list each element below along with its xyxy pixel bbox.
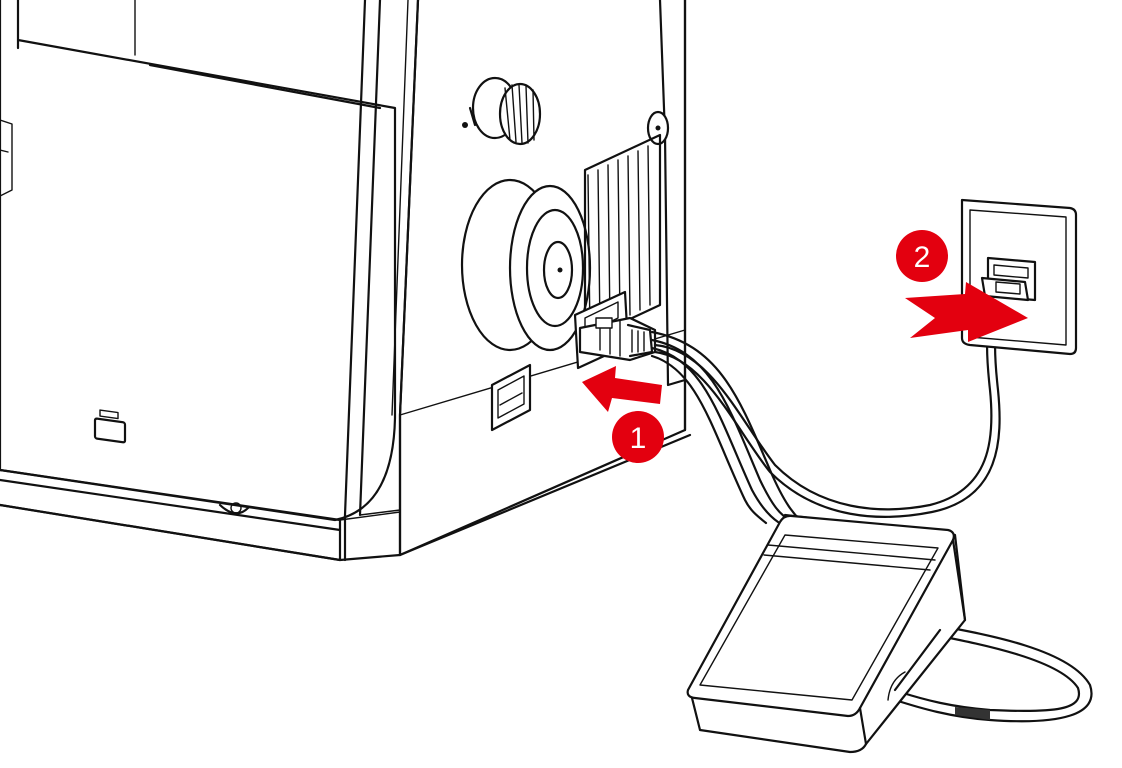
step-marker-1: 1 — [612, 411, 664, 463]
wall-plug — [980, 276, 1030, 302]
step-2-label: 2 — [914, 241, 931, 274]
dial-knob — [462, 76, 542, 146]
cords — [650, 288, 1093, 723]
vent-grille — [583, 133, 662, 342]
power-switch — [490, 363, 532, 432]
sewing-machine — [0, 0, 692, 562]
step-marker-2: 2 — [896, 230, 948, 282]
machine-plug — [578, 316, 657, 362]
front-slot — [93, 417, 127, 444]
arrow-left-icon — [582, 366, 662, 412]
arrow-right-icon — [905, 282, 1028, 342]
step-1-label: 1 — [630, 422, 647, 455]
machine-front-face — [0, 468, 342, 562]
hand-wheel — [460, 178, 592, 352]
machine-front-cover — [0, 0, 397, 522]
foot-pedal — [686, 513, 967, 754]
